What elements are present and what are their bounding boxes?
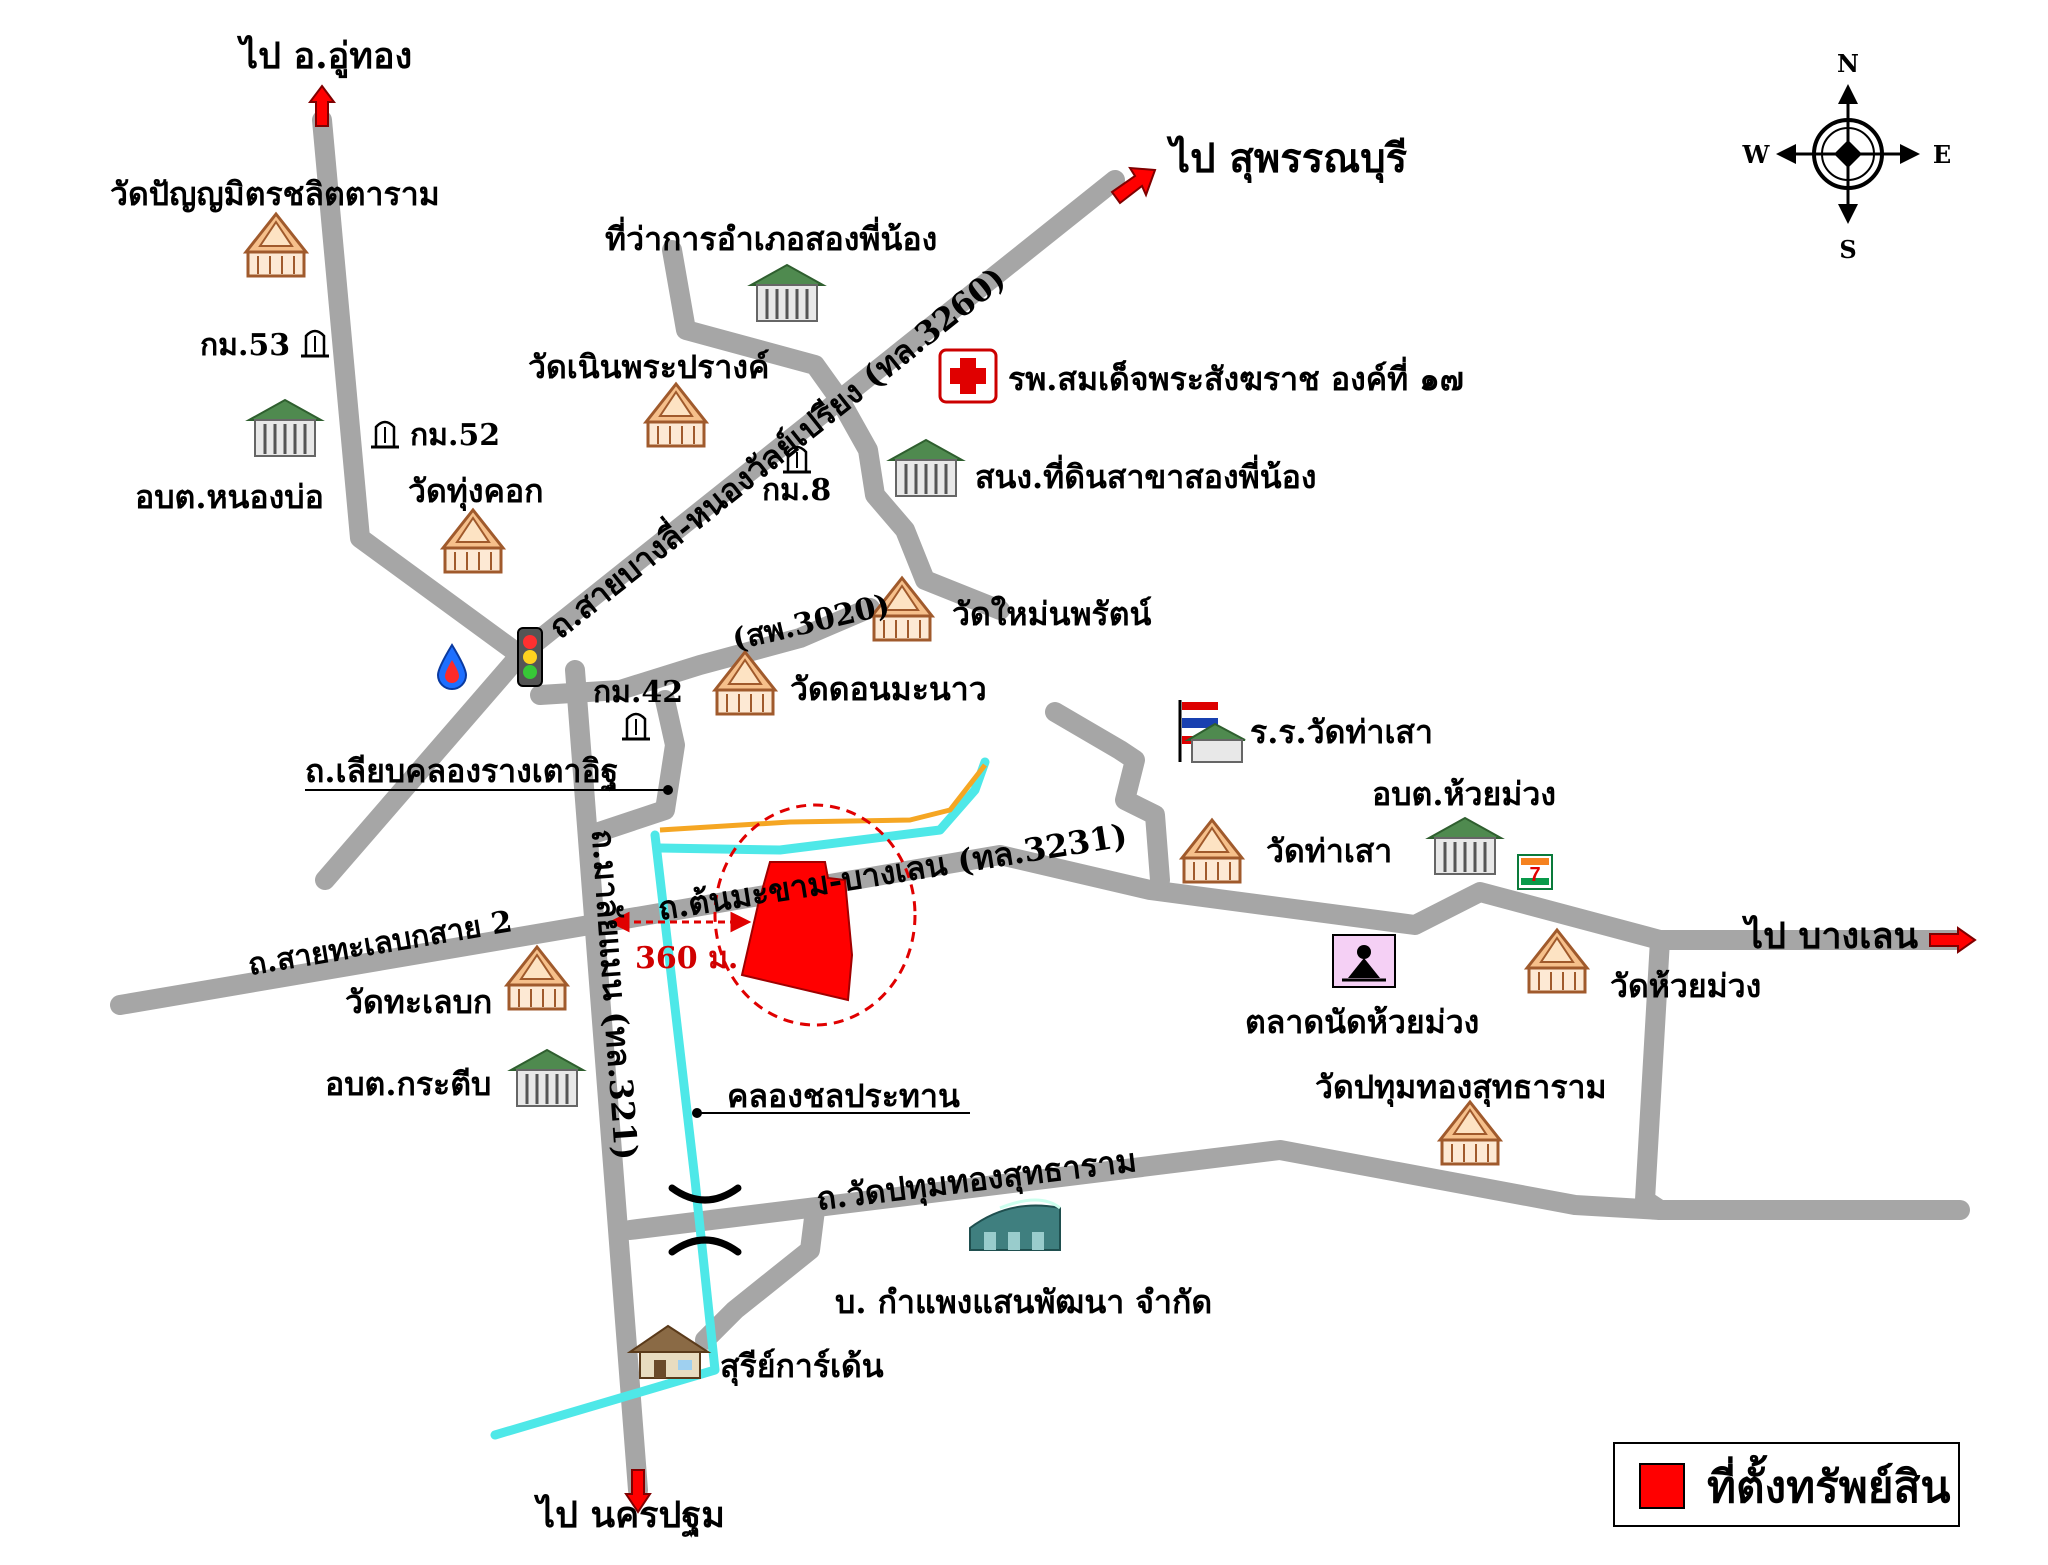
- label-wat-tha-sao: วัดท่าเสา: [1266, 832, 1392, 870]
- direction-arrows: [308, 84, 1977, 1514]
- govbldg-icon-obt-kradueb: [509, 1048, 585, 1108]
- label-road-wat-pathum: ถ.วัดปทุมทองสุทธาราม: [814, 1141, 1139, 1220]
- govbldg-icon-land-office: [888, 438, 964, 498]
- label-road-liab-khlong: ถ.เลียบคลองรางเตาอิฐ: [305, 752, 618, 792]
- label-land-office: สนง.ที่ดินสาขาสองพี่น้อง: [975, 454, 1316, 496]
- arrow-east-icon: [1929, 926, 1977, 954]
- svg-text:7: 7: [1529, 864, 1540, 886]
- km-post-icon-52: [369, 420, 401, 449]
- road-network: [110, 110, 1970, 1500]
- road-suphanburi: [510, 170, 1125, 665]
- canal: [490, 757, 990, 1440]
- temple-icon-wat-thung-khok: [441, 508, 505, 574]
- label-road-sp-3020: (สพ.3020): [729, 588, 893, 658]
- label-wat-don-manao: วัดดอนมะนาว: [790, 670, 987, 708]
- label-leaders: [305, 785, 970, 1118]
- temple-icon-wat-panya: [244, 212, 308, 278]
- label-to-nakhon-pathom: ไป นครปฐม: [533, 1493, 725, 1538]
- bridge-icon: [668, 1184, 742, 1256]
- legend-property-swatch: [1639, 1463, 1685, 1509]
- label-market: ตลาดนัดห้วยม่วง: [1245, 1003, 1479, 1041]
- road-wat-pathum: [620, 1140, 1670, 1240]
- label-wat-noen: วัดเนินพระปรางค์: [528, 348, 769, 386]
- label-road-sai-thale-bok: ถ.สายทะเลบกสาย 2: [246, 904, 515, 983]
- traffic-light-icon: [517, 627, 543, 687]
- compass-n: N: [1837, 49, 1859, 78]
- label-obt-huai-muang: อบต.ห้วยม่วง: [1372, 775, 1556, 813]
- road-liab-khlong: [580, 690, 685, 845]
- label-obt-nong-bo: อบต.หนองบ่อ: [135, 478, 324, 516]
- km-post-icon-42: [620, 712, 652, 741]
- property-plot: [740, 861, 854, 1002]
- factory-icon: [969, 1198, 1061, 1251]
- label-km42: กม.42: [593, 675, 683, 710]
- label-suree-garden: สุรีย์การ์เด้น: [720, 1347, 884, 1387]
- label-km53: กม.53: [200, 328, 290, 363]
- market-icon: [1332, 934, 1396, 988]
- road-southwest-diagonal: [315, 645, 530, 890]
- label-wat-mai-nopparat: วัดใหม่นพรัตน์: [952, 595, 1152, 633]
- label-hospital: รพ.สมเด็จพระสังฆราช องค์ที่ ๑๗: [1008, 356, 1464, 398]
- road-malai-maen: [565, 660, 648, 1500]
- govbldg-icon-amphoe: [749, 263, 825, 323]
- road-north-tha-sao: [1045, 702, 1170, 890]
- arrow-northeast-icon: [1110, 166, 1157, 205]
- label-obt-kradueb: อบต.กระตีบ: [325, 1065, 491, 1103]
- compass-w: W: [1742, 140, 1771, 169]
- legend-property-label: ที่ตั้งทรัพย์สิน: [1707, 1462, 1951, 1513]
- label-to-suphanburi: ไป สุพรรณบุรี: [1166, 135, 1408, 184]
- label-to-bang-len: ไป บางเลน: [1741, 914, 1919, 957]
- label-canal: คลองชลประทาน: [727, 1077, 960, 1115]
- road-amphoe: [662, 240, 1010, 620]
- govbldg-icon-obt-nong-bo: [247, 398, 323, 458]
- label-km8: กม.8: [762, 473, 831, 508]
- temple-icon-wat-huai-muang: [1525, 928, 1589, 994]
- house-icon: [626, 1324, 712, 1379]
- label-amphoe-office: ที่ว่าการอำเภอสองพี่น้อง: [605, 216, 937, 258]
- label-wat-panya: วัดปัญญมิตรชลิตตาราม: [110, 175, 440, 213]
- label-company: บ. กำแพงแสนพัฒนา จำกัด: [835, 1283, 1212, 1321]
- label-km52: กม.52: [410, 418, 500, 453]
- temple-icon-wat-pathum: [1438, 1100, 1502, 1166]
- compass-s: S: [1839, 235, 1856, 264]
- gas-station-icon: [436, 643, 468, 690]
- road-u-thong: [312, 110, 530, 665]
- convenience-store-icon: 7: [1517, 854, 1553, 890]
- hospital-icon: [938, 348, 998, 404]
- label-wat-pathum: วัดปทุมทองสุทธาราม: [1315, 1068, 1607, 1108]
- legend: ที่ตั้งทรัพย์สิน: [1613, 1442, 1960, 1527]
- km-post-icon-53: [299, 329, 331, 358]
- label-wat-huai-muang: วัดห้วยม่วง: [1610, 967, 1761, 1005]
- arrow-south-icon: [624, 1469, 652, 1514]
- road-branch-south: [695, 1200, 825, 1350]
- label-distance: 360 ม.: [635, 941, 738, 976]
- label-wat-thung-khok: วัดทุ่งคอก: [408, 472, 543, 512]
- govbldg-icon-obt-huai-muang: [1427, 816, 1503, 876]
- arrow-north-icon: [308, 84, 336, 127]
- access-road-outline: [659, 763, 987, 833]
- temple-icon-wat-tha-sao: [1180, 818, 1244, 884]
- radius-circle: [713, 803, 917, 1027]
- distance-arrow: [608, 911, 752, 933]
- temple-icon-wat-noen: [644, 382, 708, 448]
- temple-icon-wat-thale-bok: [505, 945, 569, 1011]
- label-wat-thale-bok: วัดทะเลบก: [345, 983, 492, 1021]
- compass-e: E: [1933, 140, 1951, 169]
- compass-icon: [1776, 84, 1920, 224]
- school-icon: [1178, 700, 1246, 763]
- label-school: ร.ร.วัดท่าเสา: [1250, 713, 1433, 751]
- label-to-u-thong: ไป อ.อู่ทอง: [236, 34, 412, 79]
- road-3020: [530, 598, 880, 705]
